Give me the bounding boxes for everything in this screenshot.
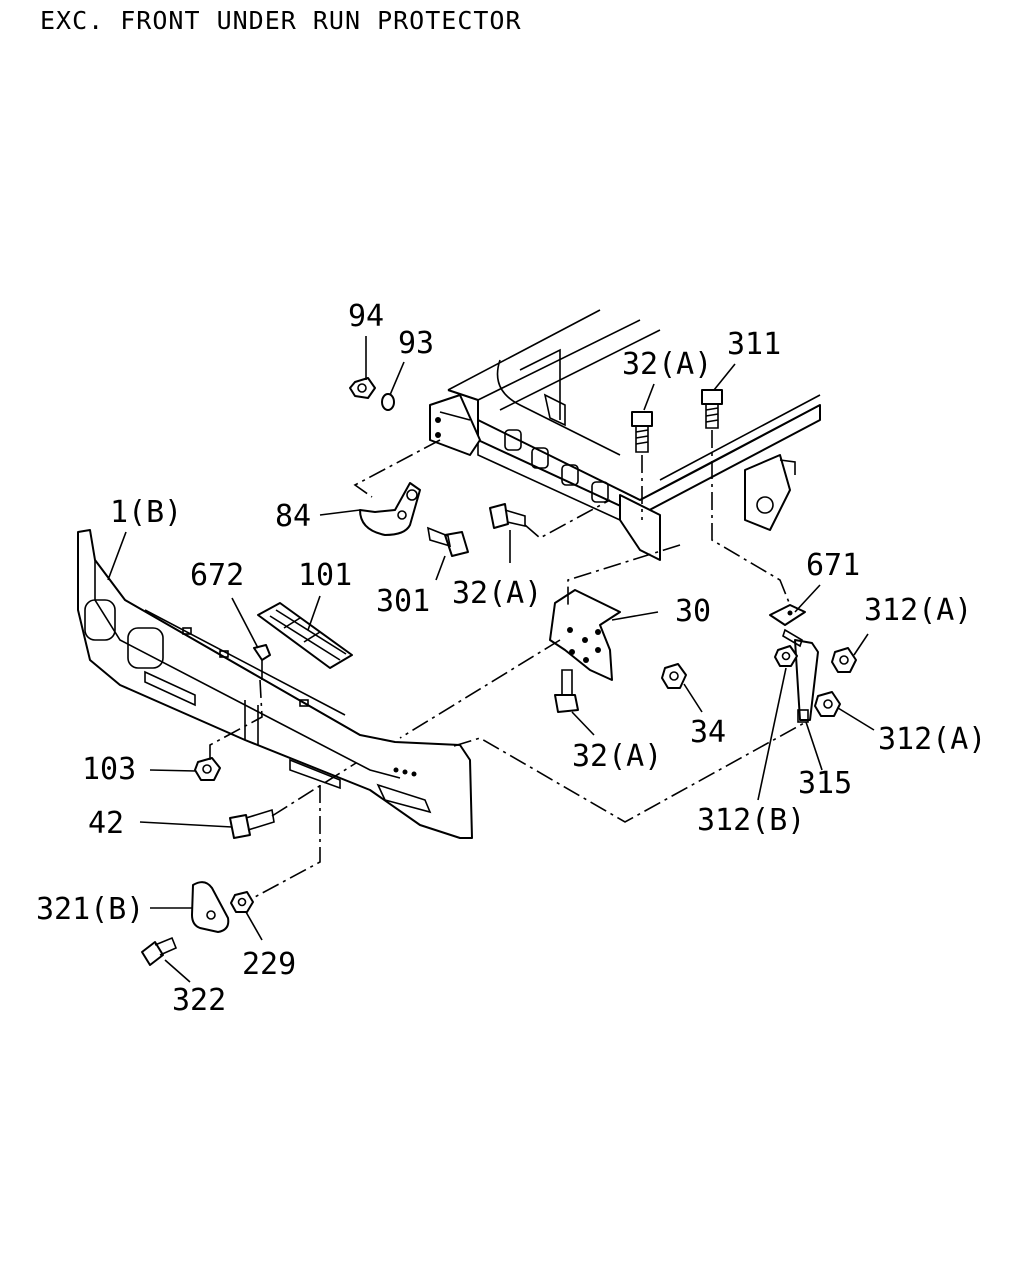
nut-103[interactable] [194,757,221,781]
label-30: 30 [675,594,711,629]
label-229: 229 [242,947,296,982]
label-1b: 1(B) [110,495,182,530]
bolt-312a-stud[interactable] [782,628,803,648]
diagram-title: EXC. FRONT UNDER RUN PROTECTOR [40,6,522,35]
bolt-32a-mid[interactable] [489,503,526,529]
label-312a-2: 312(A) [878,722,986,757]
label-315: 315 [798,766,852,801]
chassis-frame [429,309,821,561]
clip-672[interactable] [253,644,271,680]
assembly-lines [209,430,807,899]
label-311: 311 [727,327,781,362]
label-42: 42 [88,806,124,841]
label-34: 34 [690,715,726,750]
label-93: 93 [398,326,434,361]
label-321b: 321(B) [36,892,144,927]
label-322: 322 [172,983,226,1018]
label-301: 301 [376,584,430,619]
bolt-322[interactable] [141,936,178,966]
bumper-cover-101[interactable] [257,602,353,669]
label-32a-top: 32(A) [622,347,712,382]
label-101: 101 [298,558,352,593]
nut-229[interactable] [230,891,254,913]
front-bumper[interactable] [77,529,473,839]
bolt-311[interactable] [701,389,723,429]
label-94: 94 [348,299,384,334]
label-84: 84 [275,499,311,534]
nut-312b[interactable] [774,645,798,667]
leader-lines [107,336,875,983]
label-312a-1: 312(A) [864,593,972,628]
nut-312a-lower[interactable] [814,691,841,717]
label-312b: 312(B) [697,803,805,838]
bolt-32a-bot[interactable] [554,669,579,713]
bracket-30[interactable] [549,589,621,681]
nut-34[interactable] [661,663,687,689]
plate-321b[interactable] [191,881,230,933]
bolt-301[interactable] [426,526,469,557]
label-672: 672 [190,558,244,593]
bolt-42[interactable] [229,808,275,839]
nut-94[interactable] [349,377,376,399]
washer-93[interactable] [381,393,395,411]
label-32a-mid: 32(A) [452,576,542,611]
tow-hook[interactable] [359,482,421,536]
label-671: 671 [806,548,860,583]
stay-315[interactable] [794,639,819,723]
nut-312a-upper[interactable] [831,647,857,673]
callout-labels: 94 93 32(A) 311 1(B) 84 32(A) 301 672 10… [36,299,986,1018]
label-32a-bot: 32(A) [572,739,662,774]
bolt-32a-top[interactable] [631,411,653,453]
label-103: 103 [82,752,136,787]
